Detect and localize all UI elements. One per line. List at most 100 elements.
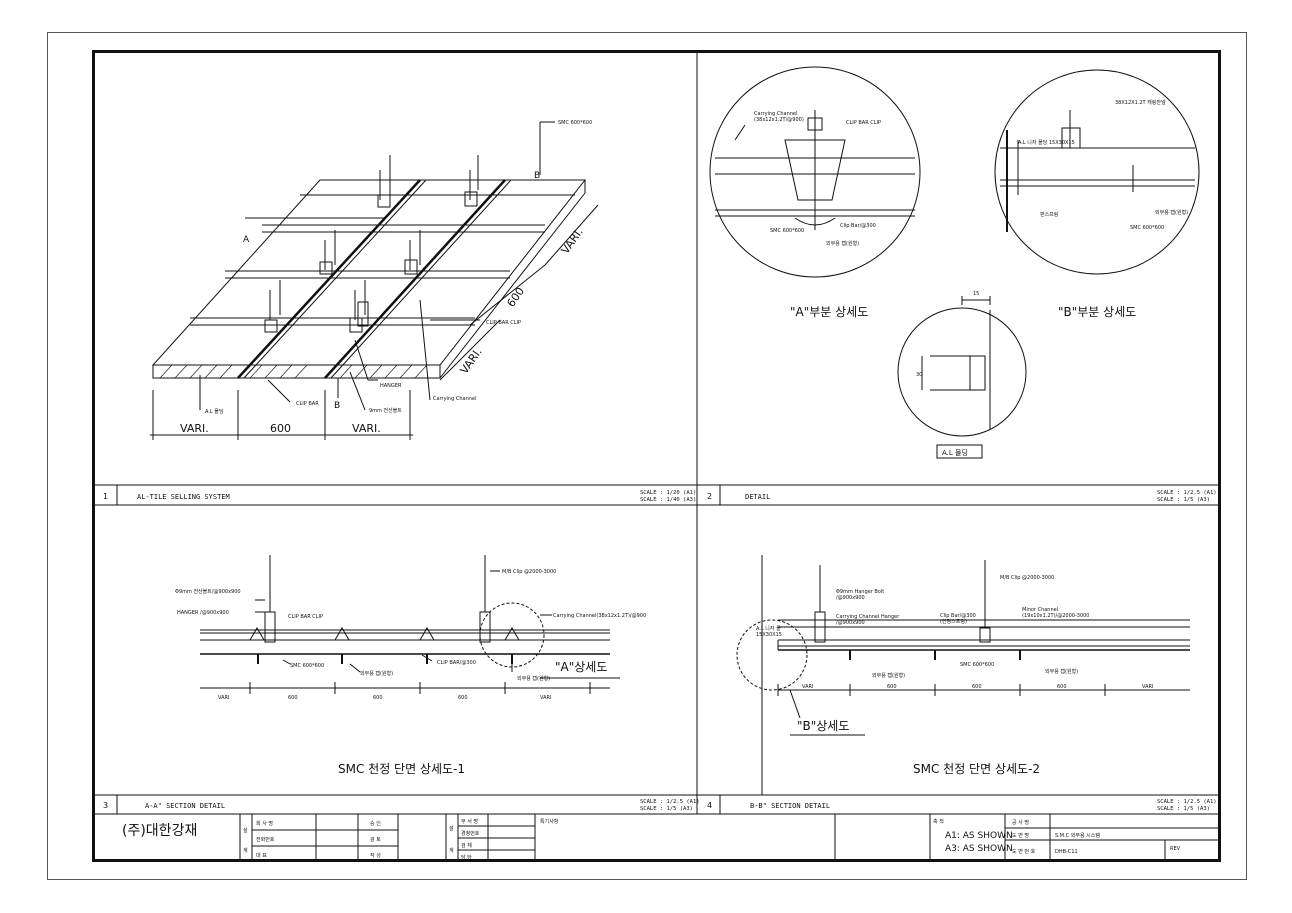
tb-row1-3: 대 표 (256, 852, 267, 859)
tb-notes-label: 특기사항 (540, 818, 559, 825)
iso-smc-label: SMC 600*600 (558, 120, 592, 126)
detail-al-circle (897, 307, 1027, 437)
detail-b-smc: SMC 600*600 (1130, 225, 1164, 231)
iso-dim-600: 600 (504, 285, 527, 310)
tb-row4-2: 도 면 명 (1012, 832, 1029, 839)
detail-a-smc: SMC 600*600 (770, 228, 804, 234)
iso-al-molding-label: A.L 몰딩 (205, 408, 224, 415)
sec-b-title: SMC 천정 단면 상세도-2 (913, 761, 1040, 776)
iso-vari-label-1: VARI. (559, 226, 586, 257)
tb-side2-2: 계 (449, 847, 454, 854)
sec-a-dim-2: 600 (288, 695, 298, 701)
sec-b-dim-5: VARI (1142, 684, 1153, 690)
panel4-scale-a3: SCALE : 1/5 (A3) (1157, 806, 1210, 812)
tb-side2-1: 설 (449, 825, 454, 832)
panel1-title: AL-TILE SELLING SYSTEM (137, 493, 230, 501)
sec-a-dim-5: VARI (540, 695, 551, 701)
panel3-number: 3 (103, 801, 108, 810)
panel2-number: 2 (707, 492, 712, 501)
tb-row1-2: 전화번호 (256, 836, 275, 843)
sec-b-dim-1: VARI (802, 684, 813, 690)
sec-b-dim-3: 600 (972, 684, 982, 690)
sec-b-mb-clip: M/B Clip @2000-3000 (1000, 575, 1054, 581)
panel1-scale-a1: SCALE : 1/20 (A1) (640, 490, 696, 496)
panel3-scale-a3: SCALE : 1/5 (A3) (640, 806, 693, 812)
detail-a-caption: "A"부분 상세도 (790, 305, 868, 319)
sec-a-clip-bar: CLIP BAR/@300 (437, 660, 476, 666)
panel2-scale-a3: SCALE : 1/5 (A3) (1157, 497, 1210, 503)
sec-b-bolt: Φ9mm Hanger Bolt (836, 589, 884, 595)
tb-row3-1: 부 서 명 (461, 818, 478, 825)
iso-section-b-mark-top: B (534, 171, 540, 181)
detail-b-ext-cap: 외부용 캡(원형) (1155, 209, 1188, 216)
sec-b-al-spec: 15X30X15 (756, 632, 782, 638)
sec-b-minor: Minor Channel (1022, 607, 1058, 613)
sec-b-dim-2: 600 (887, 684, 897, 690)
tb-rev: REV (1170, 846, 1181, 852)
panel2-title: DETAIL (745, 493, 770, 501)
sec-a-carrying: Carrying Channel(38x12x1.2T)/@900 (553, 613, 646, 619)
drawing-sheet (47, 32, 1247, 880)
sec-b-clip: Clip Bar/@300 (940, 613, 976, 619)
iso-clip-bar-clip-label: CLIP BAR CLIP (486, 320, 521, 326)
tb-scale-a1: A1: AS SHOWN (945, 831, 1013, 841)
tb-row4-3: 도 면 번 호 (1012, 848, 1036, 855)
sec-b-ext-cap-2: 외부용 캡(원형) (1045, 668, 1078, 675)
tb-side-1: 설 (243, 827, 248, 834)
detail-b-screw: 판스프링 (1040, 211, 1058, 218)
sec-b-hanger: Carrying Channel Hanger (836, 614, 900, 620)
sec-b-dim-4: 600 (1057, 684, 1067, 690)
detail-b-caption: "B"부분 상세도 (1058, 305, 1136, 319)
iso-clip-bar-label: CLIP BAR (296, 401, 319, 407)
iso-hanger-label: HANGER (380, 383, 402, 389)
detail-b-spec: 38X12X1.2T 캐링찬넬 (1115, 99, 1166, 106)
tb-drawing-number: DHB-C11 (1055, 849, 1078, 855)
sec-b-hanger-spacing: /@900x900 (836, 620, 865, 626)
tb-row4-1: 공 사 명 (1012, 819, 1029, 826)
panel1-number: 1 (103, 492, 108, 501)
sec-a-mb-clip: M/B Clip @2000-3000 (502, 569, 556, 575)
panel3-scale-a1: SCALE : 1/2.5 (A1) (640, 799, 700, 805)
detail-al-dim-30: 30 (916, 372, 922, 378)
section-b-drawing (736, 555, 1190, 795)
sec-a-callout: "A"상세도 (555, 660, 607, 674)
detail-b-al: A.L 니자 몰딩 15X30X15 (1018, 139, 1075, 146)
tb-row2-2: 검 토 (370, 836, 381, 843)
iso-bottom-dim-1: VARI. (180, 422, 209, 435)
detail-al-caption: A.L 몰딩 (942, 448, 968, 457)
iso-bottom-dim-3: VARI. (352, 422, 381, 435)
iso-section-b-mark: B (334, 401, 340, 411)
tb-side-2: 계 (243, 847, 248, 854)
tb-row3-4: 담 당 (461, 854, 472, 861)
sec-a-smc: SMC 600*600 (290, 663, 324, 669)
sec-a-dim-1: VARI (218, 695, 229, 701)
sec-a-dim-3: 600 (373, 695, 383, 701)
sec-b-ext-cap-1: 외부용 캡(원형) (872, 672, 905, 679)
detail-a-circle (709, 66, 921, 278)
iso-carrying-label: Carrying Channel (433, 396, 476, 402)
tb-row2-1: 승 인 (370, 820, 381, 827)
panel1-scale-a3: SCALE : 1/40 (A3) (640, 497, 696, 503)
detail-a-clip-bar-clip: CLIP BAR CLIP (846, 120, 881, 126)
drawing-frame (92, 50, 1221, 862)
sec-a-ext-cap-1: 외부용 캡(원형) (360, 670, 393, 677)
iso-ceiling (150, 121, 599, 440)
panel4-title: B-B" SECTION DETAIL (750, 802, 830, 810)
sec-b-callout: "B"상세도 (797, 719, 849, 733)
sec-b-minor-spec: (19x10x1.2T)/@2000-3000 (1022, 613, 1090, 619)
detail-al-dim-15: 15 (973, 291, 979, 297)
tb-scale-label: 축 척 (933, 818, 944, 825)
sec-a-ext-cap-2: 외부용 캡(원형) (517, 675, 550, 682)
detail-b-circle (994, 69, 1200, 275)
sec-a-bolt: Φ9mm 전산볼트/@900x900 (175, 588, 241, 595)
sec-a-dim-4: 600 (458, 695, 468, 701)
detail-a-carrying-spec: (38x12x1.2T/@900) (754, 117, 804, 123)
sec-b-bolt-spacing: /@900x900 (836, 595, 865, 601)
tb-drawing-name: S.M.C 외부용 시스템 (1055, 832, 1100, 839)
iso-bolt-label: 9mm 전산볼트 (369, 407, 402, 414)
tb-row1-1: 회 사 명 (256, 820, 273, 827)
iso-section-a-mark: A (243, 235, 250, 245)
iso-bottom-dim-2: 600 (270, 422, 291, 435)
section-a-drawing (200, 555, 620, 694)
